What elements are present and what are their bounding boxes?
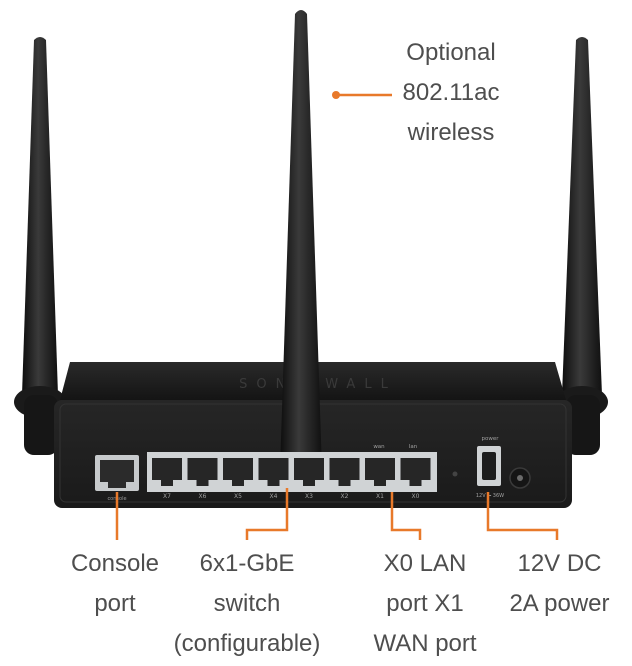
switch-label: 6x1-GbE switch (configurable) xyxy=(157,544,337,664)
status-led xyxy=(452,471,458,477)
port-label-x6: X6 xyxy=(199,493,207,500)
port-label-x7: X7 xyxy=(163,493,171,500)
lan-wan-label-line2: port X1 xyxy=(386,590,464,617)
left-antenna xyxy=(14,37,66,455)
callout-lines xyxy=(115,93,559,540)
lan-wan-label-line1: X0 LAN xyxy=(383,550,467,577)
ethernet-port-x1 xyxy=(365,458,395,486)
ethernet-port-x6 xyxy=(187,458,218,486)
port-label-x3: X3 xyxy=(305,493,313,500)
ethernet-port-x3 xyxy=(294,458,324,486)
wan-tag: wan xyxy=(373,444,385,450)
wireless-label-line1: Optional xyxy=(406,39,496,66)
port-label-x1: X1 xyxy=(376,493,384,500)
ethernet-port-x0 xyxy=(400,458,431,486)
ethernet-port-x7 xyxy=(152,458,182,486)
lan-wan-label-line3: WAN port xyxy=(373,630,477,657)
power-callout-line xyxy=(486,492,559,540)
wireless-label-line2: 802.11ac xyxy=(402,79,500,106)
right-antenna xyxy=(556,37,608,455)
port-label-x0: X0 xyxy=(412,493,420,500)
center-antenna xyxy=(277,10,325,492)
switch-label-line1: 6x1-GbE xyxy=(199,550,295,577)
switch-label-line3: (configurable) xyxy=(173,630,321,657)
switch-label-line2: switch xyxy=(213,590,281,617)
power-label-line1: 12V DC xyxy=(517,550,602,577)
power-tag: power xyxy=(482,436,500,442)
port-label-x4: X4 xyxy=(270,493,278,500)
power-label-line2: 2A power xyxy=(509,590,610,617)
lan-wan-callout-line xyxy=(390,492,422,540)
port-label-x5: X5 xyxy=(234,493,242,500)
console-label: Console port xyxy=(50,544,180,624)
lan-tag: lan xyxy=(409,444,418,450)
ethernet-port-x2 xyxy=(329,458,360,486)
ethernet-ports: X7 X6 X5 X4 X3 X2 X1 X0 wan lan xyxy=(147,444,437,500)
power-connector xyxy=(509,467,531,489)
switch-callout-line xyxy=(245,488,289,540)
wireless-callout-dot xyxy=(332,91,340,99)
power-label: 12V DC 2A power xyxy=(492,544,627,624)
power-rating: 12V ⎓ 36W xyxy=(476,493,504,499)
wireless-label-line3: wireless xyxy=(407,119,495,146)
console-label-line2: port xyxy=(94,590,136,617)
console-label-line1: Console xyxy=(70,550,160,577)
port-label-x2: X2 xyxy=(341,493,349,500)
ethernet-port-x4 xyxy=(258,458,289,486)
power-switch: power 12V ⎓ 36W xyxy=(476,436,504,499)
ethernet-port-x5 xyxy=(223,458,253,486)
lan-wan-label: X0 LAN port X1 WAN port xyxy=(355,544,495,664)
wireless-label: Optional 802.11ac wireless xyxy=(386,33,516,153)
